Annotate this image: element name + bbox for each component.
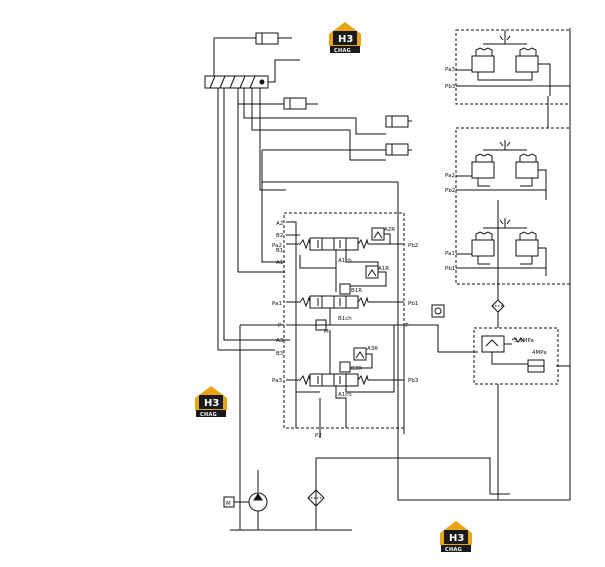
logo-chag-text: CHAG [445, 547, 462, 553]
spool-section-2 [299, 295, 369, 309]
logo-h3-text: H3 [338, 34, 353, 45]
valve-internal-lines [286, 221, 404, 428]
return-filter [307, 489, 325, 507]
bucket-cylinder-upper [385, 115, 412, 128]
relief-valve-a3r [353, 347, 367, 361]
relief-valve-a2r [371, 227, 385, 241]
label-b1: B1 [276, 248, 283, 254]
logo-chag-text: CHAG [200, 412, 217, 418]
actuator-lines [213, 38, 386, 351]
label-accumulator-pressure: 4MPa [532, 350, 547, 356]
chag-logo: H3 CHAG [440, 521, 472, 553]
label-a1r: A1R [378, 266, 389, 272]
label-spool-tag-2: B1ch [338, 316, 352, 322]
label-m-port: M [324, 329, 329, 335]
label-pa3: Pa3 [272, 378, 282, 384]
label-a2r: A2R [384, 227, 395, 233]
boom-cylinder [214, 32, 292, 45]
label-a2: A2 [276, 221, 283, 227]
label-b3r: B3R [351, 366, 362, 372]
label-a1: A1 [276, 260, 283, 266]
label-main-pressure: 3.5MPa [514, 338, 534, 344]
label-a3: A3 [276, 338, 284, 344]
label-b3: B3 [276, 351, 284, 357]
pilot-valve-block-top [455, 29, 571, 105]
control-valve-housing [283, 212, 405, 429]
valve-labels: A2 B2 Pa2 B1 A1 Pa1 P A3 B3 Pa3 Pb2 Pb1 … [226, 67, 547, 507]
logo-h3-text: H3 [204, 398, 219, 409]
label-p2: P2 [315, 433, 322, 439]
main-pump [234, 492, 268, 530]
label-b1r: B1R [351, 288, 362, 294]
return-lines [262, 28, 571, 530]
bucket-cylinder-lower [385, 143, 412, 156]
label-p: P [278, 323, 282, 329]
drive-motor [223, 496, 235, 508]
label-spool-tag-1: A1ch [338, 258, 352, 264]
label-pa2: Pa2 [272, 243, 282, 249]
pilot-filter [491, 284, 505, 328]
pilot-valve-block-bottom [455, 127, 571, 285]
label-pb1: Pb1 [408, 301, 418, 307]
spool-section-1 [299, 237, 369, 251]
label-pa1: Pa1 [272, 301, 282, 307]
arm-cylinder [283, 97, 318, 110]
label-pilot-pa3: Pa3 [445, 67, 455, 73]
shuttle-check-valve [431, 304, 445, 318]
label-pilot-pa1: Pa1 [445, 251, 455, 257]
relief-valve-a1r [365, 265, 379, 279]
spool-section-3 [299, 373, 369, 387]
relief-valve-b3r [339, 361, 351, 373]
rotary-distributor [204, 75, 269, 89]
label-pilot-pb3: Pb3 [445, 84, 456, 90]
pilot-supply-block [473, 327, 570, 500]
label-pb2: Pb2 [408, 243, 418, 249]
relief-valve-b1r [339, 283, 351, 295]
label-spool-tag-3: A1ch [338, 392, 352, 398]
label-pilot-pb1: Pb1 [445, 266, 455, 272]
label-motor: M [226, 501, 231, 507]
logo-chag-text: CHAG [334, 48, 351, 54]
label-pb3: Pb3 [408, 378, 419, 384]
label-t: T [404, 323, 409, 329]
label-b2: B2 [276, 233, 283, 239]
label-pilot-pa2: Pa2 [445, 173, 455, 179]
chag-logo: H3 CHAG [195, 386, 227, 418]
logo-h3-text: H3 [449, 533, 464, 544]
pilot-lines-right [286, 243, 404, 381]
chag-logo: H3 CHAG [329, 22, 361, 54]
label-a3r: A3R [367, 346, 378, 352]
label-pilot-pb2: Pb2 [445, 188, 455, 194]
